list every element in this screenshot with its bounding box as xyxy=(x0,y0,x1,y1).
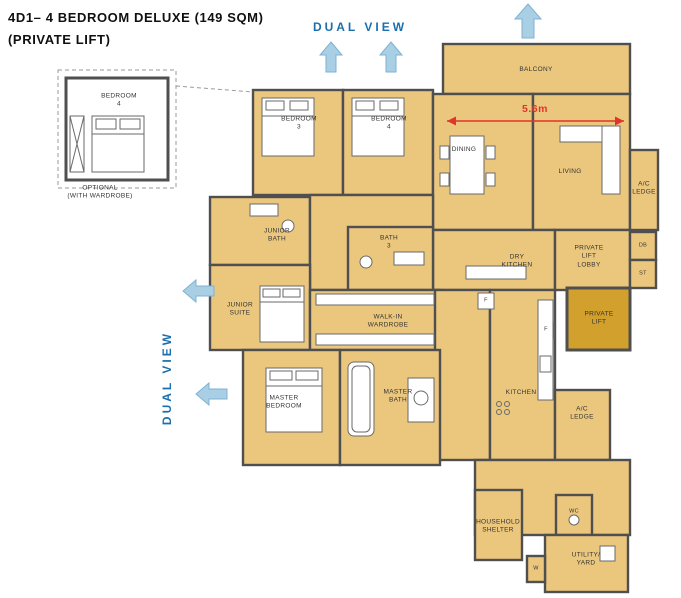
bathroom-fixtures-icon xyxy=(249,203,295,233)
room-label-junior-suite: JUNIOR SUITE xyxy=(227,301,253,317)
room-label-db: DB xyxy=(638,242,648,249)
arrow-left-icon xyxy=(195,381,228,407)
dual-view-label-left: DUAL VIEW xyxy=(160,330,174,426)
room-household-shelter xyxy=(473,488,524,562)
bed-icon xyxy=(261,97,315,157)
room-corridor xyxy=(433,288,492,462)
room-label-kitchen: KITCHEN xyxy=(505,388,537,396)
room-label-ac-ledge-right: A/C LEDGE xyxy=(632,180,656,196)
room-washer xyxy=(525,554,547,584)
inset-connector-line xyxy=(175,85,254,93)
room-label-bedroom3: BEDROOM 3 xyxy=(281,115,317,131)
room-label-fridge-2: F xyxy=(544,326,548,333)
room-private-lift xyxy=(565,286,632,352)
optional-inset xyxy=(57,69,254,189)
inset-optional-note: OPTIONAL (WITH WARDROBE) xyxy=(67,184,133,200)
room-label-dining: DINING xyxy=(451,145,477,153)
room-label-wc: WC xyxy=(569,508,579,515)
room-label-balcony: BALCONY xyxy=(519,65,553,73)
dimension-arrow xyxy=(447,116,624,126)
room-label-bedroom4: BEDROOM 4 xyxy=(371,115,407,131)
toilet-icon xyxy=(568,514,580,526)
room-label-utility-yard: UTILITY/ YARD xyxy=(571,551,601,567)
dimension-label: 5.6m xyxy=(522,103,548,115)
room-dry-kitchen xyxy=(431,228,557,292)
plan-title: 4D1– 4 BEDROOM DELUXE (149 SQM) xyxy=(8,10,264,25)
arrow-up-icon xyxy=(318,41,344,73)
kitchen-counter-icon xyxy=(465,265,527,280)
sofa-icon xyxy=(559,125,621,195)
plan-subtitle: (PRIVATE LIFT) xyxy=(8,32,111,47)
room-label-ac-ledge-kitchen: A/C LEDGE xyxy=(570,405,594,421)
room-label-private-lift-lobby: PRIVATE LIFT LOBBY xyxy=(574,244,604,269)
wardrobe-icon xyxy=(315,293,435,346)
room-ac-ledge-kitchen xyxy=(553,388,612,462)
bed-icon xyxy=(265,367,323,433)
inset-dashed-border xyxy=(57,69,177,189)
arrow-up-icon xyxy=(378,41,404,73)
room-st xyxy=(628,258,658,290)
room-private-lift-lobby xyxy=(553,228,632,292)
room-label-st: ST xyxy=(639,270,647,277)
view-arrows xyxy=(182,3,543,407)
furniture xyxy=(249,97,621,562)
room-ac-ledge-right xyxy=(628,148,660,232)
room-label-private-lift: PRIVATE LIFT xyxy=(584,310,614,326)
bed-icon xyxy=(91,115,145,173)
sink-icon xyxy=(599,545,616,562)
bed-icon xyxy=(351,97,405,157)
room-label-living: LIVING xyxy=(558,167,582,175)
room-label-dry-kitchen: DRY KITCHEN xyxy=(501,253,533,269)
room-label-bath3: BATH 3 xyxy=(379,234,399,250)
room-balcony xyxy=(441,42,632,96)
room-label-master-bath: MASTER BATH xyxy=(383,388,413,404)
wardrobe-icon xyxy=(69,115,85,173)
room-label-junior-bath: JUNIOR BATH xyxy=(264,227,290,243)
room-label-fridge-1: F xyxy=(484,297,488,304)
dining-table-icon xyxy=(439,135,496,195)
room-utility-yard xyxy=(543,533,630,594)
arrow-up-icon xyxy=(513,3,543,39)
room-label-master-bedroom: MASTER BEDROOM xyxy=(266,394,302,410)
room-label-washer: W xyxy=(533,565,539,572)
room-label-walk-in-wardrobe: WALK-IN WARDROBE xyxy=(367,313,409,329)
inset-room-label: BEDROOM 4 xyxy=(101,92,137,108)
bathroom-fixtures-icon xyxy=(359,251,425,269)
kitchen-counter-icon xyxy=(496,299,554,415)
room-label-household-shelter: HOUSEHOLD SHELTER xyxy=(476,518,520,534)
bathtub-icon xyxy=(347,361,435,437)
arrow-left-icon xyxy=(182,278,215,304)
fridge-box-1 xyxy=(477,292,495,310)
dual-view-label-top: DUAL VIEW xyxy=(312,20,408,34)
bed-icon xyxy=(259,285,305,343)
